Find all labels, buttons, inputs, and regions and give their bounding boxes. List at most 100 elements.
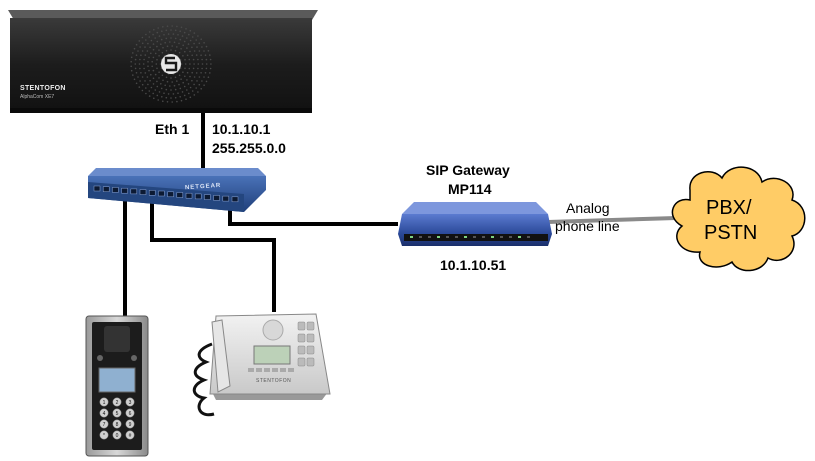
alphacom-server xyxy=(8,10,318,113)
server-ip-label: 10.1.10.1 xyxy=(212,121,271,137)
grille-dot xyxy=(146,50,149,52)
grille-dot xyxy=(174,37,177,40)
grille-dot xyxy=(152,69,155,72)
door-key xyxy=(112,419,122,429)
grille-dot xyxy=(195,54,198,56)
desk-key xyxy=(248,368,254,372)
door-key-label: 6 xyxy=(129,411,132,417)
grille-dot xyxy=(182,81,184,84)
door-key-label: 0 xyxy=(116,433,119,439)
grille-dot xyxy=(145,33,147,36)
switch-port xyxy=(121,187,128,194)
grille-dot xyxy=(178,74,181,77)
door-key-label: 3 xyxy=(129,400,132,406)
grille-dot xyxy=(197,91,199,93)
grille-dot xyxy=(161,30,163,32)
gateway-led xyxy=(518,236,521,238)
grille-dot xyxy=(163,34,165,36)
grille-dot xyxy=(152,43,155,45)
door-key-label: 2 xyxy=(116,400,119,406)
grille-dot xyxy=(198,50,201,52)
door-display xyxy=(98,367,136,393)
grille-dot xyxy=(147,61,149,63)
grille-dot xyxy=(144,80,146,82)
grille-dot xyxy=(148,56,150,59)
grille-dot xyxy=(197,58,199,61)
server-netmask-label: 255.255.0.0 xyxy=(212,140,286,156)
grille-dot xyxy=(203,84,205,86)
grille-dot xyxy=(205,63,208,65)
grille-dot xyxy=(162,79,164,82)
grille-dot xyxy=(189,39,192,42)
grille-dot xyxy=(135,54,138,56)
switch-port xyxy=(130,188,138,195)
grille-dot xyxy=(149,79,151,82)
grille-dot xyxy=(156,67,158,70)
grille-dot xyxy=(200,88,202,90)
grille-dot xyxy=(173,84,176,87)
door-key xyxy=(112,397,122,407)
switch-port xyxy=(185,192,193,199)
grille-dot xyxy=(193,42,195,45)
grille-dot xyxy=(158,71,160,73)
grille-dot xyxy=(170,77,172,79)
grille-dot xyxy=(138,86,141,88)
grille-dot xyxy=(154,89,157,91)
grille-dot xyxy=(181,91,184,93)
switch-port xyxy=(176,192,184,198)
grille-dot xyxy=(193,50,196,52)
grille-dot xyxy=(162,100,164,102)
grille-dot xyxy=(176,80,178,82)
grille-dot xyxy=(188,92,190,95)
grille-dot xyxy=(201,80,203,82)
door-key xyxy=(112,408,122,418)
grille-dot xyxy=(193,63,195,65)
grille-dot xyxy=(189,96,192,99)
grille-dot xyxy=(158,91,161,93)
desk-button xyxy=(306,345,315,355)
grille-dot xyxy=(209,67,212,70)
grille-dot xyxy=(153,97,155,100)
grille-dot xyxy=(176,100,178,103)
grille-dot xyxy=(205,67,208,70)
grille-dot xyxy=(178,51,181,54)
grille-dot xyxy=(141,42,144,45)
grille-dot xyxy=(165,96,168,99)
door-key xyxy=(125,430,135,440)
grille-dot xyxy=(169,85,171,87)
grille-dot xyxy=(156,85,159,88)
grille-dot xyxy=(148,69,150,72)
grille-dot xyxy=(183,31,186,34)
grille-dot xyxy=(200,54,202,56)
desk-button xyxy=(297,333,306,343)
grille-dot xyxy=(163,92,165,94)
grille-dot xyxy=(166,101,169,103)
grille-dot xyxy=(152,83,155,85)
grille-dot xyxy=(147,42,149,45)
grille-dot xyxy=(155,63,158,65)
door-key xyxy=(99,397,109,407)
desk-button xyxy=(297,321,306,331)
grille-dot xyxy=(174,49,177,52)
grille-dot xyxy=(182,44,184,47)
grille-dot xyxy=(182,55,184,57)
gateway-led xyxy=(491,236,494,238)
grille-dot xyxy=(139,58,141,61)
switch-port xyxy=(148,190,156,196)
grille-dot xyxy=(156,45,158,48)
pbx-pstn-cloud xyxy=(671,166,806,272)
grille-dot xyxy=(162,26,164,28)
grille-dot xyxy=(152,56,155,59)
grille-dot xyxy=(170,29,172,31)
grille-dot xyxy=(148,90,151,92)
desk-brand-label: STENTOFON xyxy=(256,378,292,384)
grille-dot xyxy=(154,73,157,76)
grille-dot xyxy=(185,28,187,30)
cable-switch-to-gateway xyxy=(228,200,398,226)
gateway-led xyxy=(428,236,431,238)
grille-dot xyxy=(180,48,182,50)
gateway-led xyxy=(509,236,512,238)
grille-dot xyxy=(141,76,144,78)
grille-dot xyxy=(166,45,169,48)
speaker-grille xyxy=(130,25,212,103)
